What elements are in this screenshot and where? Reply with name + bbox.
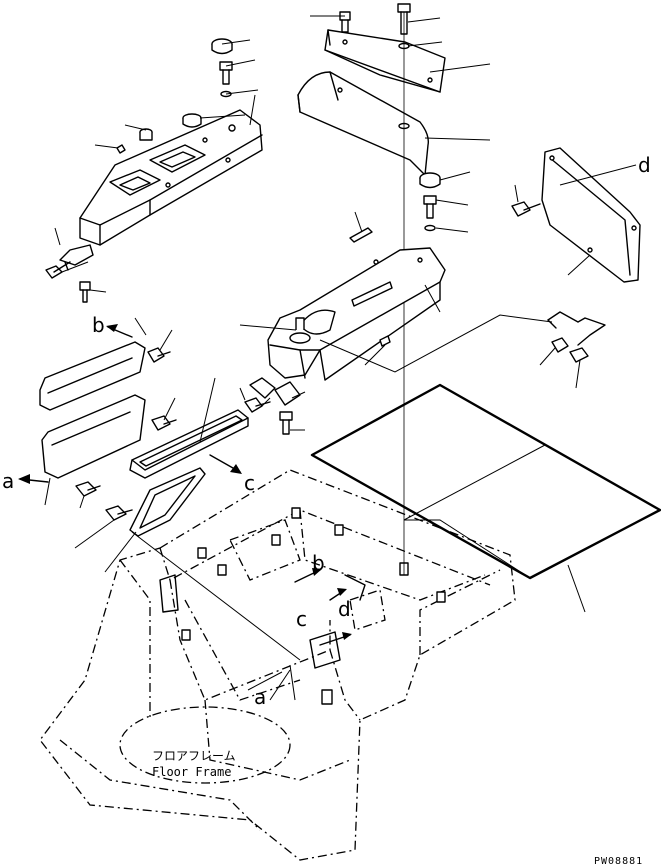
leader-gasket xyxy=(199,377,216,443)
ref-label-b: b xyxy=(92,313,105,337)
right-bracket[interactable] xyxy=(539,311,606,389)
center-console[interactable] xyxy=(239,211,446,381)
floor-frame-label-en: Floor Frame xyxy=(152,765,231,779)
floor-mat[interactable] xyxy=(310,383,661,613)
arrow-c-upper xyxy=(209,454,242,474)
floor-frame xyxy=(39,469,516,861)
plate-a[interactable] xyxy=(41,394,146,479)
leader-frame xyxy=(289,664,296,701)
leader-gasket-lower xyxy=(104,531,137,573)
frame-label-c: c xyxy=(296,607,307,631)
gasket-lower[interactable] xyxy=(129,467,206,537)
arrow-d-frame xyxy=(329,588,347,601)
top-cover-plate[interactable] xyxy=(324,29,446,93)
drawing-code: PW08881 xyxy=(594,856,643,867)
frame-label-b: b xyxy=(312,551,325,575)
frame-label-a: a xyxy=(254,685,266,709)
ref-label-c: c xyxy=(244,471,255,495)
arrow-b xyxy=(106,324,133,338)
ref-label-d: d xyxy=(638,153,651,177)
center-console-brackets xyxy=(239,377,306,435)
side-panel-d[interactable] xyxy=(511,147,641,283)
curved-cover[interactable] xyxy=(297,71,430,176)
arrow-c-frame xyxy=(319,632,352,646)
plate-b[interactable] xyxy=(39,341,146,411)
frame-label-d: d xyxy=(338,597,351,621)
arrow-b-frame xyxy=(294,568,322,583)
leader-a-line xyxy=(131,531,301,661)
gasket-upper[interactable] xyxy=(129,409,249,479)
mid-fasteners xyxy=(419,171,471,233)
top-fasteners xyxy=(310,3,491,575)
arrow-a xyxy=(18,474,49,484)
plate-bolts xyxy=(44,317,177,549)
left-console-cover[interactable] xyxy=(79,109,263,246)
mat-outline-link xyxy=(319,314,553,373)
floor-frame-label-jp: フロアフレーム xyxy=(152,749,236,763)
left-console-fasteners xyxy=(45,38,259,303)
ref-label-a: a xyxy=(2,469,14,493)
arrow-a-frame xyxy=(247,669,291,701)
